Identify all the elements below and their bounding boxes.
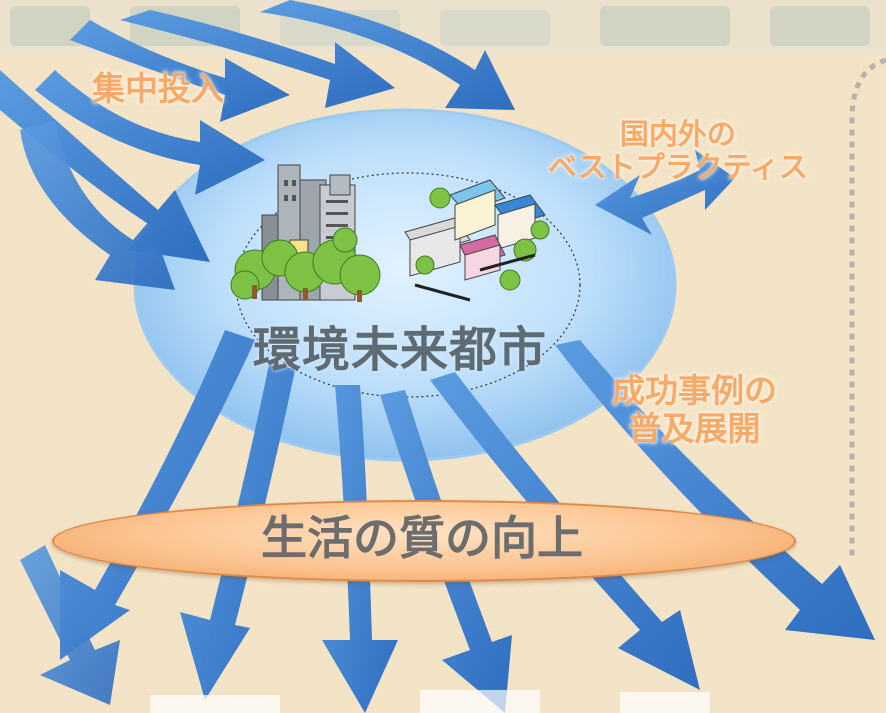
incoming-arrow-1 [0, 70, 210, 262]
incoming-arrow-3 [70, 20, 290, 122]
incoming-arrow-2 [35, 70, 265, 195]
label-success-cases-line2: 普及展開 [628, 408, 761, 448]
quality-of-life-banner [52, 500, 796, 582]
environmental-future-city-title: 環境未来都市 [252, 322, 547, 378]
label-success-cases: 成功事例の 普及展開 [612, 372, 777, 448]
outgoing-arrow-7 [20, 545, 120, 705]
label-best-practices-line2: ベストプラクティス [548, 150, 808, 185]
faded-header-decoration [0, 0, 886, 54]
label-best-practices: 国内外の ベストプラクティス [548, 117, 808, 185]
incoming-arrow-5 [260, 0, 515, 110]
city-buildings-icon [230, 164, 381, 302]
outgoing-arrow-6 [555, 340, 875, 640]
bottom-faded-decoration [150, 690, 710, 713]
label-concentrated-investment: 集中投入 [92, 69, 224, 108]
quality-of-life-text: 生活の質の向上 [261, 511, 583, 565]
incoming-arrow-6 [20, 120, 175, 290]
incoming-arrows [0, 0, 515, 290]
label-best-practices-line1: 国内外の [619, 117, 736, 151]
outgoing-arrow-1 [60, 330, 255, 660]
dashed-frame-right [849, 57, 886, 560]
residential-houses-icon [404, 179, 550, 302]
best-practice-arrow [595, 150, 735, 235]
incoming-arrow-4 [120, 10, 395, 108]
label-success-cases-line1: 成功事例の [612, 371, 777, 410]
